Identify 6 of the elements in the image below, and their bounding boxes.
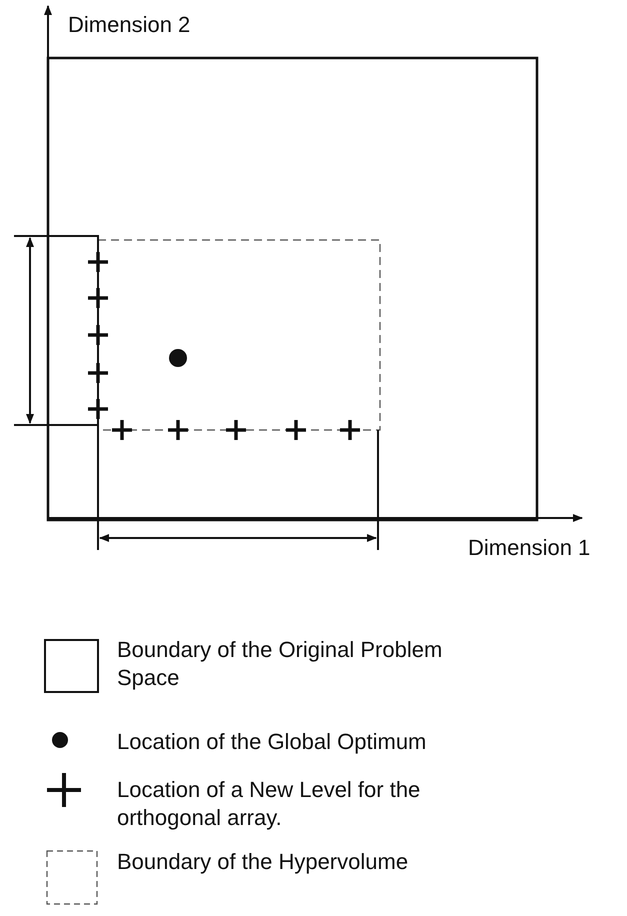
legend-text: Boundary of the Hypervolume (117, 848, 410, 876)
legend-text: Location of a New Level for the orthogonal array. (117, 776, 422, 832)
axis-label: Dimension 1 (468, 535, 590, 561)
legend-text: Location of the Global Optimum (117, 728, 428, 756)
legend-text: Boundary of the Original Problem Space (117, 636, 444, 692)
axis-label: Dimension 2 (68, 12, 190, 38)
